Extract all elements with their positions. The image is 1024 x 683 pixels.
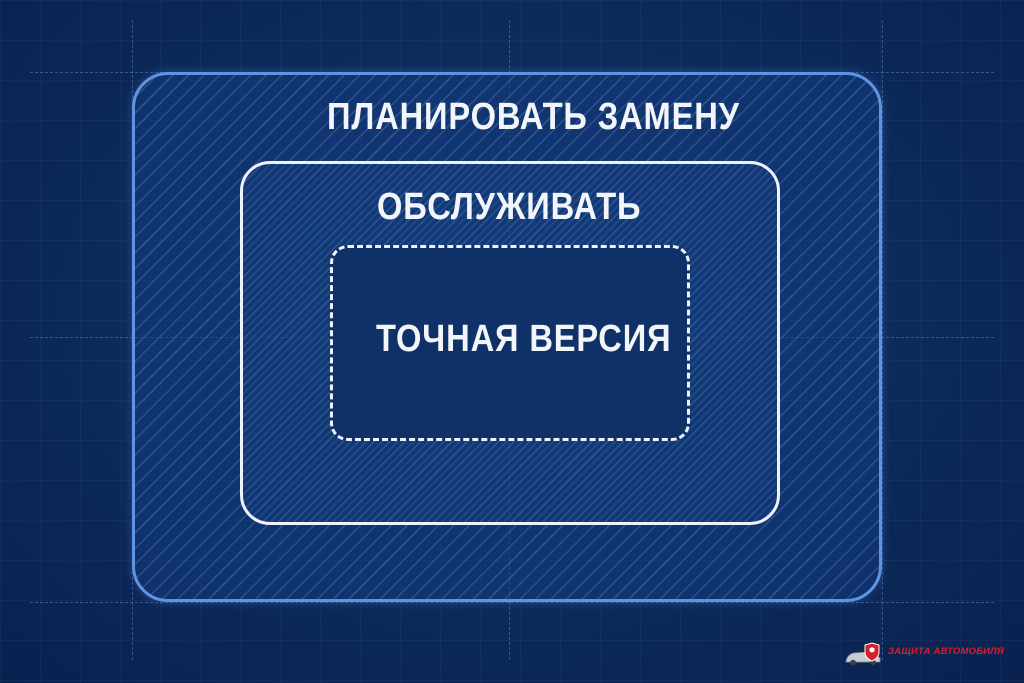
inner-zone-label: ТОЧНАЯ ВЕРСИЯ <box>376 318 672 360</box>
inner-zone-box <box>330 245 690 441</box>
outer-zone-label: ПЛАНИРОВАТЬ ЗАМЕНУ <box>327 96 740 138</box>
guide-line-bottom <box>30 602 994 603</box>
brand-logo: ЗАЩИТА АВТОМОБИЛЯ <box>844 637 1012 671</box>
guide-line-right <box>882 20 883 660</box>
logo-title: ЗАЩИТА АВТОМОБИЛЯ <box>888 645 1005 657</box>
logo-text-block: ЗАЩИТА АВТОМОБИЛЯ <box>888 646 1004 663</box>
logo-subtitle-line <box>888 658 1004 663</box>
car-shield-logo-icon <box>845 642 881 666</box>
middle-zone-label: ОБСЛУЖИВАТЬ <box>377 186 642 228</box>
